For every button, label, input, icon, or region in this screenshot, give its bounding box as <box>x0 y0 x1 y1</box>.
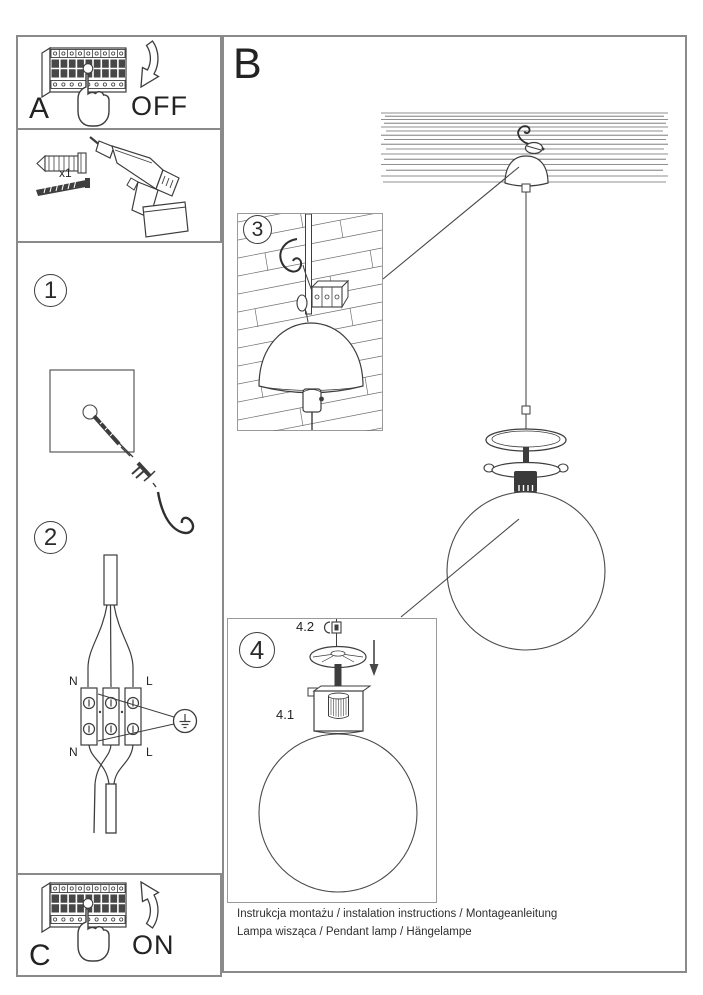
press-arrow-icon <box>369 640 379 676</box>
part-4-1-label: 4.1 <box>276 707 295 722</box>
step1-illustration <box>49 369 195 535</box>
arrow-up-icon <box>140 880 160 929</box>
drill-icon <box>89 136 189 238</box>
breaker-off-box <box>16 35 222 130</box>
wall-anchor-icon <box>36 152 87 174</box>
ceiling-hook-icon <box>517 125 531 145</box>
callout-pointer-lines <box>382 166 520 618</box>
step-1-badge: 1 <box>34 274 67 307</box>
sphere-detail <box>258 733 418 893</box>
drill-hole-icon <box>82 404 98 420</box>
tools-box <box>16 130 222 243</box>
terminal-detail-icon <box>310 279 350 309</box>
wall-square <box>49 369 135 453</box>
breaker-panel-on-illustration <box>41 880 160 962</box>
anchor-count-label: x1 <box>59 166 72 180</box>
rod <box>305 214 312 315</box>
section-b-label: B <box>233 40 262 88</box>
canopy-detail <box>258 322 364 394</box>
part-4-2-label: 4.2 <box>296 619 315 634</box>
screw-icon <box>36 178 90 196</box>
on-label: ON <box>132 930 175 960</box>
ground-symbol-icon <box>172 708 198 734</box>
step-2-badge: 2 <box>34 521 67 554</box>
screw-anchor-hook-icon <box>92 414 195 535</box>
detail-4-box <box>227 618 437 903</box>
arrow-down-icon <box>140 40 160 89</box>
footer-caption: Instrukcja montażu / instalation instruc… <box>237 906 657 942</box>
detail-3-box <box>237 213 383 431</box>
terminal-block-illustration <box>80 687 142 746</box>
thread-holder <box>328 692 349 719</box>
glass-sphere <box>446 491 606 651</box>
left-column-rule <box>16 243 18 873</box>
breaker-panel-off-illustration <box>41 40 160 127</box>
panel-c-label: C <box>29 939 51 972</box>
wires-top <box>87 604 134 688</box>
tools-illustration <box>36 136 189 238</box>
hook-detail-icon <box>279 238 303 273</box>
cable-grip-detail <box>302 388 324 430</box>
footer-line-1: Instrukcja montażu / instalation instruc… <box>237 908 558 920</box>
breaker-on-box <box>16 873 222 977</box>
footer-line-2: Lampa wisząca / Pendant lamp / Hängelamp… <box>237 925 472 938</box>
step2-illustration <box>80 554 198 834</box>
cable-end <box>105 783 117 834</box>
section-b-box <box>222 35 687 973</box>
terminal-l-bottom-label: L <box>146 745 153 759</box>
detail-4-badge: 4 <box>239 632 275 668</box>
wires-bottom <box>88 744 134 834</box>
detail-3-badge: 3 <box>243 215 272 244</box>
retainer-wings <box>483 461 569 479</box>
terminal-n-bottom-label: N <box>69 745 78 759</box>
terminal-l-top-label: L <box>146 674 153 688</box>
canopy-disc-detail <box>309 645 367 669</box>
terminal-n-top-label: N <box>69 674 78 688</box>
detail4-illustration <box>258 619 418 893</box>
panel-a-label: A <box>29 92 50 125</box>
pendant-lamp-illustration <box>446 125 606 651</box>
clamp-detail <box>296 294 308 312</box>
lamp-socket <box>513 471 538 495</box>
socket-detail <box>307 685 372 734</box>
canopy-dome <box>504 155 549 187</box>
cable-lock-icon <box>323 621 342 634</box>
off-label: OFF <box>131 91 188 121</box>
ground-pointer-lines <box>97 693 175 742</box>
detail3-illustration <box>238 214 382 431</box>
cable-sleeve <box>103 554 118 606</box>
